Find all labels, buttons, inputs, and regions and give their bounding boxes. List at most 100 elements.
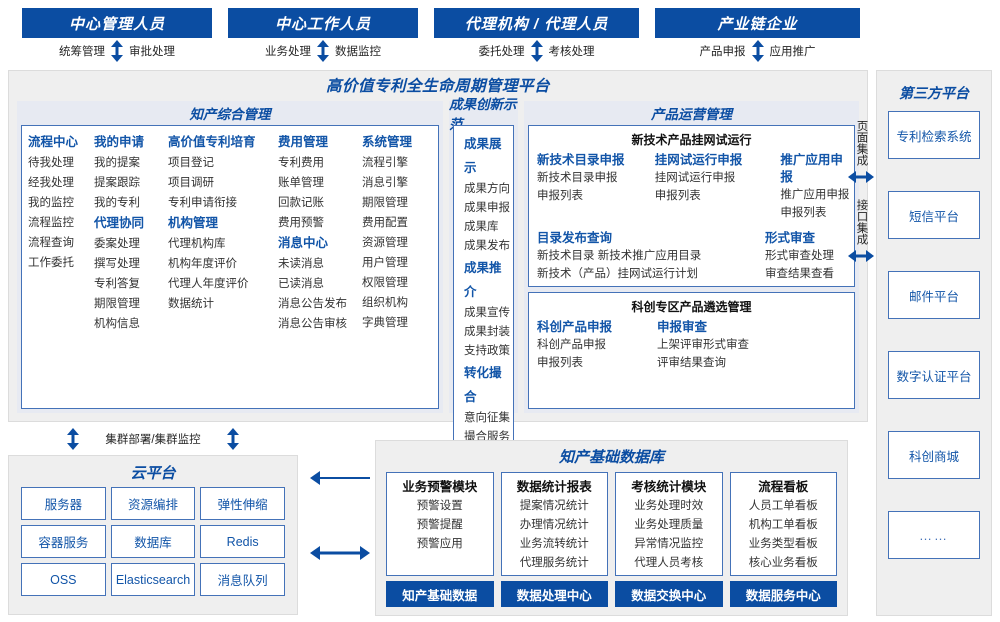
- database-foot-0[interactable]: 知产基础数据: [386, 581, 494, 607]
- thirdparty-item-2[interactable]: 邮件平台: [888, 271, 980, 319]
- zhichan-item-2-1-1[interactable]: 机构年度评价: [168, 258, 237, 270]
- zhichan-item-3-0-1[interactable]: 账单管理: [278, 177, 324, 189]
- database-item-2-3[interactable]: 代理人员考核: [634, 557, 704, 569]
- zhichan-item-1-1-1[interactable]: 撰写处理: [94, 258, 140, 270]
- cloud-cell-4[interactable]: 数据库: [110, 525, 196, 558]
- thirdparty-item-1[interactable]: 短信平台: [888, 191, 980, 239]
- cloud-cell-2[interactable]: 弹性伸缩: [200, 487, 285, 520]
- zhichan-item-2-0-0[interactable]: 项目登记: [168, 157, 214, 169]
- zhichan-item-0-0-5[interactable]: 工作委托: [28, 257, 74, 269]
- zhichan-item-1-1-4[interactable]: 机构信息: [94, 318, 140, 330]
- zhichan-item-3-1-2[interactable]: 消息公告发布: [278, 298, 347, 310]
- chanpin-r1-item-0-1[interactable]: 申报列表: [537, 190, 583, 202]
- zhichan-item-1-0-2[interactable]: 我的专利: [94, 197, 140, 209]
- database-foot-2[interactable]: 数据交换中心: [615, 581, 723, 607]
- chanpin-r2-item-0-0[interactable]: 新技术目录 新技术推广应用目录: [537, 250, 702, 262]
- database-item-2-2[interactable]: 异常情况监控: [634, 538, 704, 550]
- database-foot-1[interactable]: 数据处理中心: [500, 581, 608, 607]
- zhichan-item-2-0-1[interactable]: 项目调研: [168, 177, 214, 189]
- database-item-0-0[interactable]: 预警设置: [416, 500, 463, 512]
- cloud-cell-7[interactable]: Elasticsearch: [110, 563, 196, 596]
- zhichan-item-3-1-0[interactable]: 未读消息: [278, 258, 324, 270]
- zhichan-item-4-0-6[interactable]: 权限管理: [362, 277, 408, 289]
- zhichan-item-4-0-5[interactable]: 用户管理: [362, 257, 408, 269]
- chanpin-r1-item-2-1[interactable]: 申报列表: [780, 207, 827, 219]
- cloud-cell-1[interactable]: 资源编排: [110, 487, 196, 520]
- zhichan-item-3-0-0[interactable]: 专利费用: [278, 157, 324, 169]
- zhichan-item-1-0-1[interactable]: 提案跟踪: [94, 177, 140, 189]
- database-item-3-3[interactable]: 核心业务看板: [748, 557, 818, 569]
- zhichan-item-2-1-3[interactable]: 数据统计: [168, 298, 214, 310]
- zhichan-head-1-1: 代理协同: [94, 216, 145, 230]
- zhichan-item-1-1-0[interactable]: 委案处理: [94, 238, 140, 250]
- zhichan-item-4-0-7[interactable]: 组织机构: [362, 297, 408, 309]
- database-item-0-1[interactable]: 预警提醒: [416, 519, 463, 531]
- chengguo-item-0-0[interactable]: 成果方向: [464, 183, 510, 195]
- chanpin-r3-item-1-1[interactable]: 评审结果查询: [657, 357, 726, 369]
- zhichan-item-2-1-2[interactable]: 代理人年度评价: [168, 278, 249, 290]
- zhichan-item-4-0-0[interactable]: 流程引擎: [362, 157, 408, 169]
- zhichan-item-3-0-3[interactable]: 费用预警: [278, 217, 324, 229]
- chengguo-item-1-1[interactable]: 成果封装: [464, 326, 510, 338]
- cloud-cell-6[interactable]: OSS: [21, 563, 106, 596]
- zhichan-item-4-0-3[interactable]: 费用配置: [362, 217, 408, 229]
- zhichan-item-0-0-0[interactable]: 待我处理: [28, 157, 74, 169]
- chanpin-r1-item-1-1[interactable]: 申报列表: [654, 190, 701, 202]
- zhichan-item-4-0-4[interactable]: 资源管理: [362, 237, 408, 249]
- database-item-0-2[interactable]: 预警应用: [416, 538, 463, 550]
- zhichan-item-2-0-2[interactable]: 专利申请衔接: [168, 197, 237, 209]
- chengguo-item-0-1[interactable]: 成果申报: [464, 202, 510, 214]
- database-foot-3[interactable]: 数据服务中心: [729, 581, 837, 607]
- zhichan-item-3-0-2[interactable]: 回款记账: [278, 197, 324, 209]
- zhichan-item-4-0-2[interactable]: 期限管理: [362, 197, 408, 209]
- zhichan-item-3-1-1[interactable]: 已读消息: [278, 278, 324, 290]
- zhichan-item-2-1-0[interactable]: 代理机构库: [168, 238, 226, 250]
- chanpin-r1-item-0-0[interactable]: 新技术目录申报: [537, 172, 618, 184]
- database-item-3-0[interactable]: 人员工单看板: [748, 500, 818, 512]
- chanpin-r2-item-1-1[interactable]: 审查结果查看: [765, 268, 834, 280]
- database-item-2-0[interactable]: 业务处理时效: [634, 500, 704, 512]
- thirdparty-item-0[interactable]: 专利检索系统: [888, 111, 980, 159]
- chanpin-r3-item-1-0[interactable]: 上架评审形式审查: [657, 339, 749, 351]
- database-item-2-1[interactable]: 业务处理质量: [634, 519, 704, 531]
- chanpin-r3-item-0-1[interactable]: 申报列表: [537, 357, 583, 369]
- chanpin-r1-head-0: 新技术目录申报: [537, 153, 625, 167]
- zhichan-item-3-1-3[interactable]: 消息公告审核: [278, 318, 347, 330]
- thirdparty-item-4[interactable]: 科创商城: [888, 431, 980, 479]
- database-item-3-2[interactable]: 业务类型看板: [748, 538, 818, 550]
- zhichan-item-4-0-8[interactable]: 字典管理: [362, 317, 408, 329]
- role-sub-right-1: 数据监控: [335, 46, 381, 58]
- thirdparty-item-3[interactable]: 数字认证平台: [888, 351, 980, 399]
- chanpin-r2-item-1-0[interactable]: 形式审查处理: [765, 250, 834, 262]
- chengguo-item-0-3[interactable]: 成果发布: [464, 240, 510, 252]
- role-title-1: 中心工作人员: [228, 8, 418, 38]
- zhichan-item-1-0-0[interactable]: 我的提案: [94, 157, 140, 169]
- chanpin-r1-item-1-0[interactable]: 挂网试运行申报: [654, 172, 736, 184]
- database-item-1-2[interactable]: 业务流转统计: [519, 538, 589, 550]
- thirdparty-item-5[interactable]: ……: [888, 511, 980, 559]
- database-item-1-1[interactable]: 办理情况统计: [519, 519, 589, 531]
- chengguo-item-1-2[interactable]: 支持政策: [464, 345, 510, 357]
- chanpin-r3-item-0-0[interactable]: 科创产品申报: [537, 339, 606, 351]
- cloud-cell-8[interactable]: 消息队列: [200, 563, 285, 596]
- database-item-1-0[interactable]: 提案情况统计: [519, 500, 589, 512]
- zhichan-item-0-0-3[interactable]: 流程监控: [28, 217, 74, 229]
- chengguo-item-1-0[interactable]: 成果宣传: [464, 307, 510, 319]
- chanpin-r1-head-1: 挂网试运行申报: [654, 153, 743, 167]
- chanpin-r2-item-0-1[interactable]: 新技术（产品）挂网试运行计划: [537, 268, 698, 280]
- chengguo-item-2-0[interactable]: 意向征集: [464, 412, 510, 424]
- zhichan-item-0-0-4[interactable]: 流程查询: [28, 237, 74, 249]
- zhichan-item-1-1-3[interactable]: 期限管理: [94, 298, 140, 310]
- chengguo-item-0-2[interactable]: 成果库: [464, 221, 499, 233]
- cloud-cell-3[interactable]: 容器服务: [21, 525, 106, 558]
- zhichan-item-0-0-1[interactable]: 经我处理: [28, 177, 74, 189]
- cloud-cell-0[interactable]: 服务器: [21, 487, 106, 520]
- zhichan-item-4-0-1[interactable]: 消息引擎: [362, 177, 408, 189]
- cloud-cell-5[interactable]: Redis: [200, 525, 285, 558]
- chanpin-r1-item-2-0[interactable]: 推广应用申报: [780, 189, 850, 201]
- cloud-db-bidirectional-arrow: [310, 545, 370, 561]
- database-item-3-1[interactable]: 机构工单看板: [748, 519, 818, 531]
- database-item-1-3[interactable]: 代理服务统计: [519, 557, 589, 569]
- zhichan-item-0-0-2[interactable]: 我的监控: [28, 197, 74, 209]
- zhichan-item-1-1-2[interactable]: 专利答复: [94, 278, 140, 290]
